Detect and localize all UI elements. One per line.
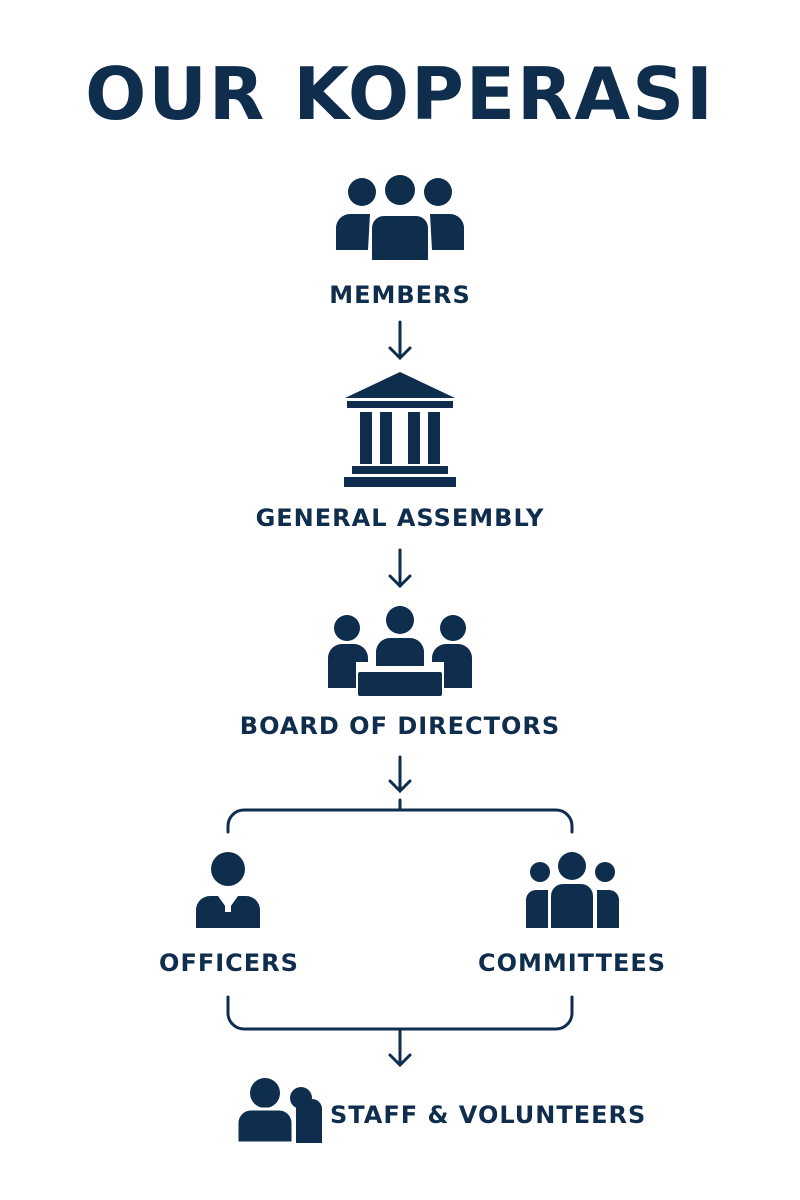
meeting-icon [328, 606, 472, 696]
connector-lines [226, 755, 574, 1068]
committees-group-icon [526, 852, 619, 928]
committees-label: COMMITTEES [477, 949, 667, 977]
staff-two-people-icon [235, 1078, 322, 1145]
arrow-icon [388, 320, 412, 361]
officers-label: OFFICERS [159, 949, 299, 977]
members-label: MEMBERS [329, 281, 471, 309]
members-group-icon [336, 175, 464, 260]
staff-label: STAFF & VOLUNTEERS [330, 1101, 647, 1129]
arrow-icon [388, 548, 412, 589]
officers-person-tie-icon [196, 852, 260, 928]
board-label: BOARD OF DIRECTORS [239, 712, 561, 740]
building-icon [344, 372, 456, 487]
general-assembly-label: GENERAL ASSEMBLY [255, 504, 545, 532]
page-title: OUR KOPERASI [85, 52, 715, 136]
